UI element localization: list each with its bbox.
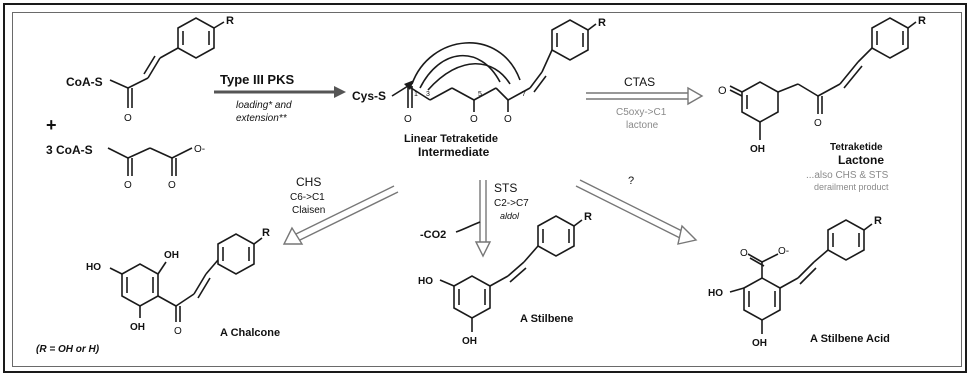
ctas-enzyme-label: CTAS <box>624 75 655 89</box>
stilbene-acid-o-label: O <box>740 248 748 259</box>
malonyl-coa-structure: 3 CoA-S O O O- <box>46 143 205 191</box>
lactone-r-label: R <box>918 15 926 27</box>
coumaroyl-coa-structure: R CoA-S O <box>66 15 234 124</box>
position-3-label: 3 <box>426 91 430 98</box>
lactone-structure <box>729 17 917 140</box>
intermediate-name-line1: Linear Tetraketide <box>404 133 498 145</box>
sts-line2: aldol <box>500 211 520 221</box>
lactone-keto-o-label: O <box>814 118 822 129</box>
stilbene-r-label: R <box>584 211 592 223</box>
ctas-arrow <box>586 86 704 106</box>
intermediate-o-label-3: O <box>504 114 512 125</box>
intermediate-name-line2: Intermediate <box>418 145 490 159</box>
plus-sign: + <box>46 115 57 135</box>
lactone-name-line1: Tetraketide <box>830 142 883 153</box>
chalcone-o-label: O <box>174 326 182 337</box>
cys-s-label: Cys-S <box>352 89 386 103</box>
chalcone-name: A Chalcone <box>220 327 280 339</box>
chs-arrow <box>282 185 399 245</box>
stilbene-structure <box>439 215 583 332</box>
tetraketide-structure <box>391 19 597 112</box>
coumaroyl-o-label: O <box>124 113 132 124</box>
chs-line1: C6->C1 <box>290 192 325 203</box>
chalcone-oh-top-label: OH <box>164 250 179 261</box>
malonyl-o-minus-label: O- <box>194 144 205 155</box>
malonyl-o-label-1: O <box>124 180 132 191</box>
lactone-note-line1: ...also CHS & STS <box>806 170 889 181</box>
sts-enzyme-label: STS <box>494 181 517 195</box>
stilbene-oh-label: OH <box>462 336 477 347</box>
lactone-oh-label: OH <box>750 144 765 155</box>
intermediate-o-label-2: O <box>470 114 478 125</box>
chalcone-r-label: R <box>262 227 270 239</box>
malonyl-coa-label: 3 CoA-S <box>46 143 93 157</box>
malonyl-o-label-2: O <box>168 180 176 191</box>
pks-enzyme-label: Type III PKS <box>220 72 294 87</box>
stilbene-acid-structure <box>729 219 873 334</box>
stilbene-acid-r-label: R <box>874 215 882 227</box>
coumaroyl-r-label: R <box>226 15 234 27</box>
pks-arrow <box>214 86 346 98</box>
stilbene-acid-o-minus-label: O- <box>778 246 789 257</box>
pks-note-line1: loading* and <box>236 100 292 111</box>
sts-arrow <box>455 180 492 258</box>
position-5-label: 5 <box>478 91 482 98</box>
chs-line2: Claisen <box>292 205 325 216</box>
coumaroyl-coa-label: CoA-S <box>66 75 103 89</box>
stilbene-acid-ho-label: HO <box>708 288 723 299</box>
outer-frame <box>3 3 967 373</box>
ctas-line1: C5oxy->C1 <box>616 107 667 118</box>
position-7-label: 7 <box>522 91 526 98</box>
ctas-line2: lactone <box>626 120 659 131</box>
intermediate-o-label-1: O <box>404 114 412 125</box>
lactone-o-label: O <box>718 85 727 97</box>
lactone-note-line2: derailment product <box>814 182 889 192</box>
position-1-label: 1 <box>414 91 418 98</box>
sts-line1: C2->C7 <box>494 198 529 209</box>
stilbene-name: A Stilbene <box>520 313 573 325</box>
lactone-name-line2: Lactone <box>838 153 884 167</box>
stilbene-ho-label: HO <box>418 276 433 287</box>
stilbene-acid-oh-label: OH <box>752 338 767 349</box>
chs-enzyme-label: CHS <box>296 175 321 189</box>
chalcone-structure <box>109 233 263 322</box>
chalcone-r-definition: (R = OH or H) <box>36 344 100 355</box>
unknown-arrow <box>575 179 698 245</box>
pks-note-line2: extension** <box>236 113 288 124</box>
stilbene-acid-name: A Stilbene Acid <box>810 333 890 345</box>
intermediate-r-label: R <box>598 17 606 29</box>
chalcone-ho-label: HO <box>86 262 101 273</box>
inner-frame <box>12 12 962 367</box>
unknown-step-label: ? <box>628 175 634 187</box>
sts-co2-label: -CO2 <box>420 229 446 241</box>
chalcone-oh-bottom-label: OH <box>130 322 145 333</box>
